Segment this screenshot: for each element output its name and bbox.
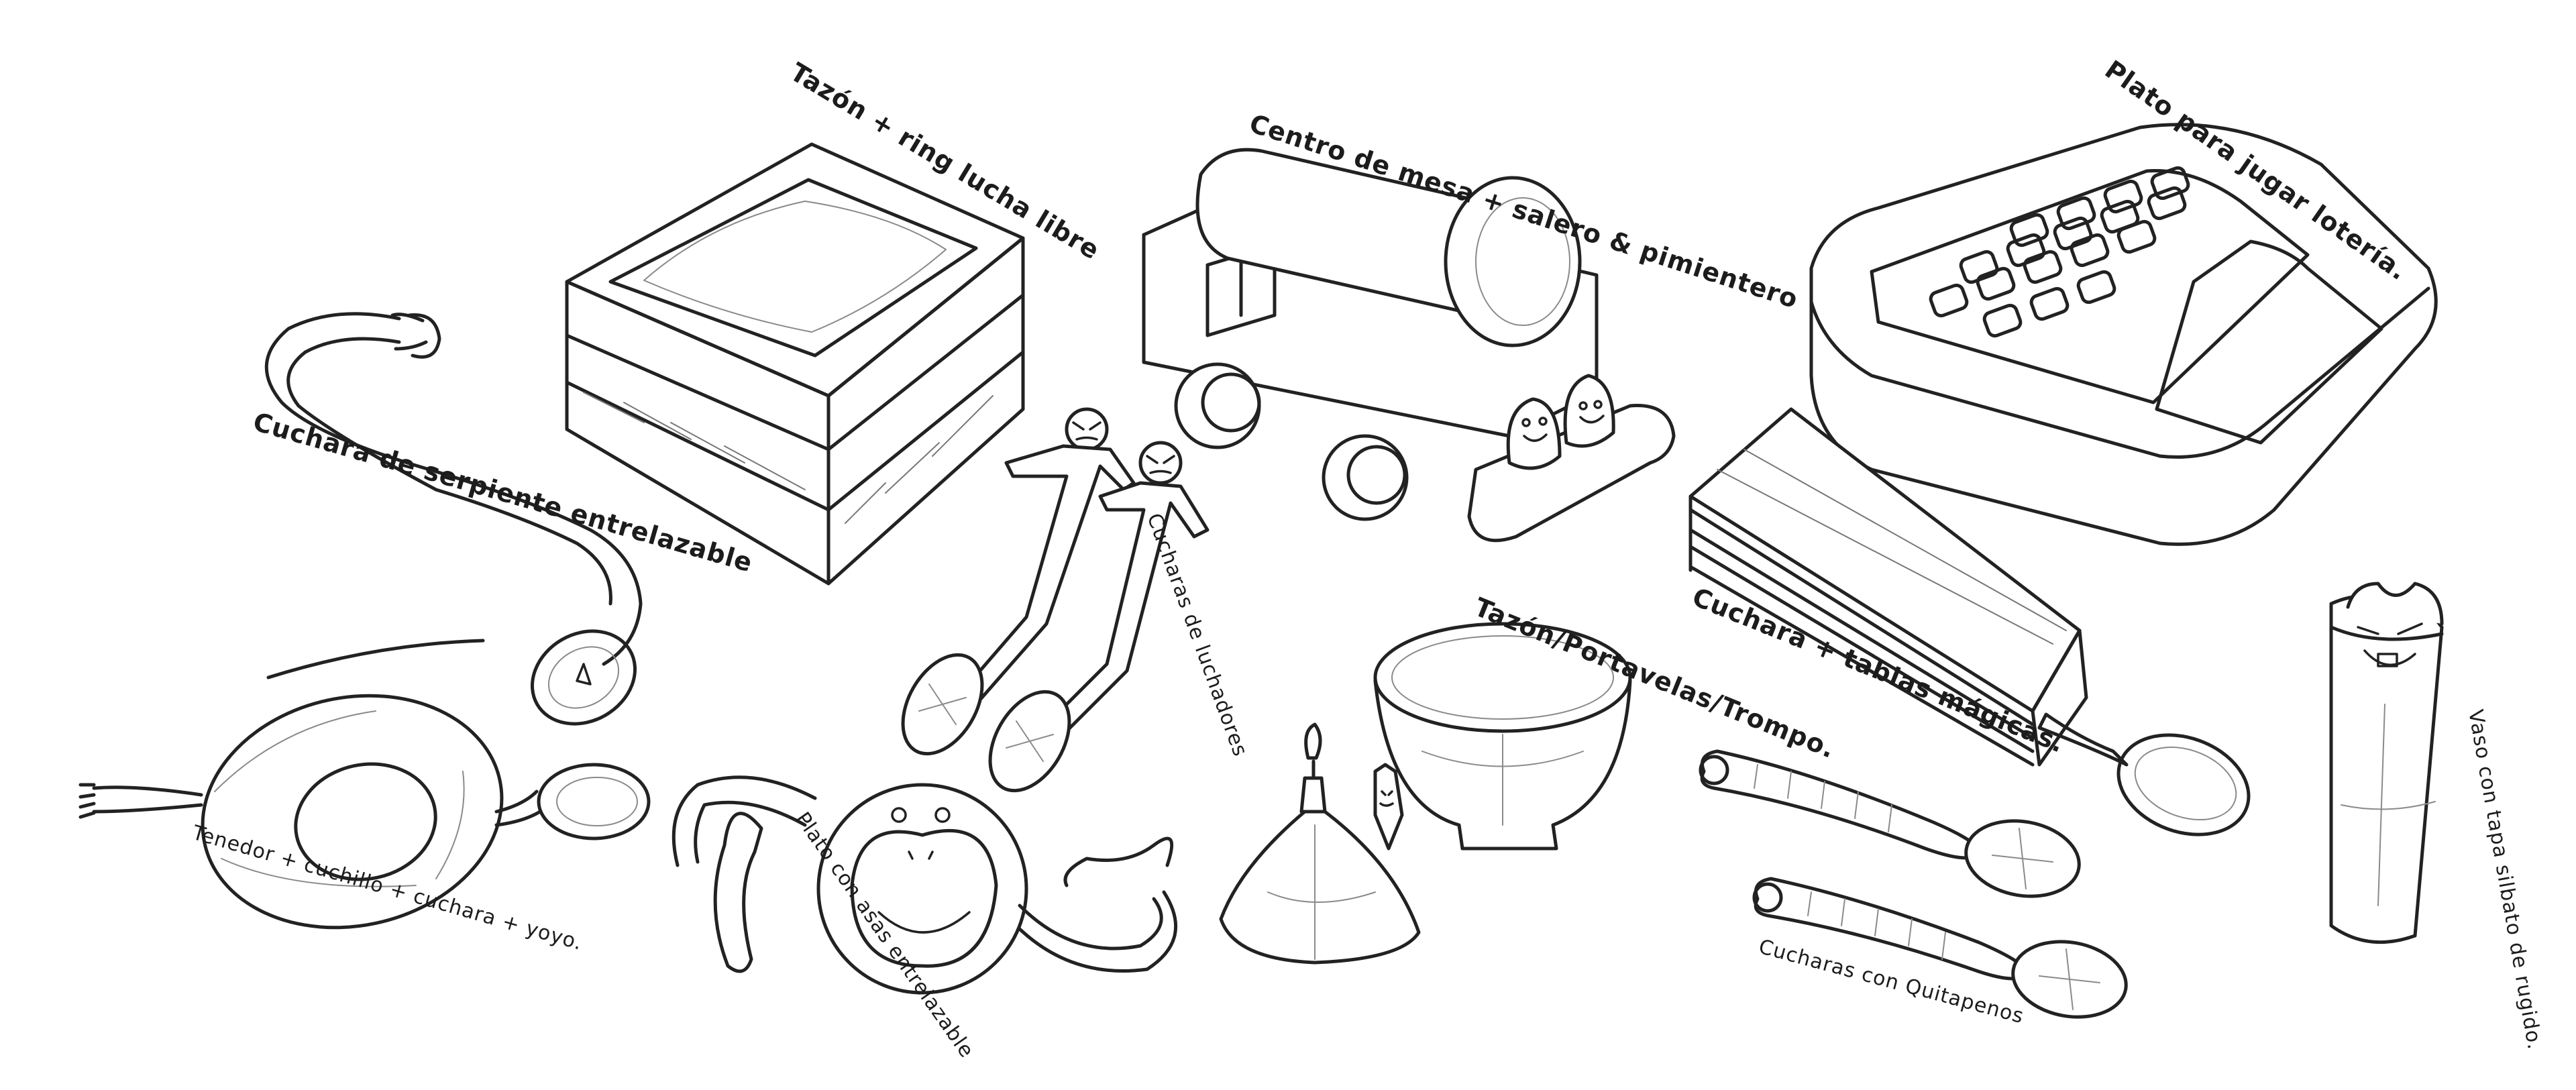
yoyo-cutlery-drawing bbox=[78, 639, 651, 930]
whistle-cup-drawing bbox=[2329, 582, 2444, 944]
label-wrestler-spoons: Cucharas de luchadores bbox=[1142, 510, 1252, 760]
label-glass: Vaso con tapa silbato de rugido. bbox=[2463, 708, 2546, 1051]
label-snake-spoon: Cuchara de serpiente entrelazable bbox=[250, 406, 756, 578]
pepper-spoons-drawing bbox=[1699, 749, 2128, 1019]
snake-spoon-drawing bbox=[264, 312, 643, 726]
cannon-centerpiece-drawing bbox=[1142, 148, 1676, 543]
ring-bowl-drawing bbox=[565, 142, 1025, 586]
candle-bowl-drawing bbox=[1219, 622, 1632, 965]
wrestler-spoons-drawing bbox=[901, 407, 1210, 793]
monkey-plate-drawing bbox=[672, 775, 1178, 995]
magic-tablets-spoon-drawing bbox=[1688, 407, 2251, 836]
lottery-plate-drawing bbox=[1809, 123, 2438, 546]
